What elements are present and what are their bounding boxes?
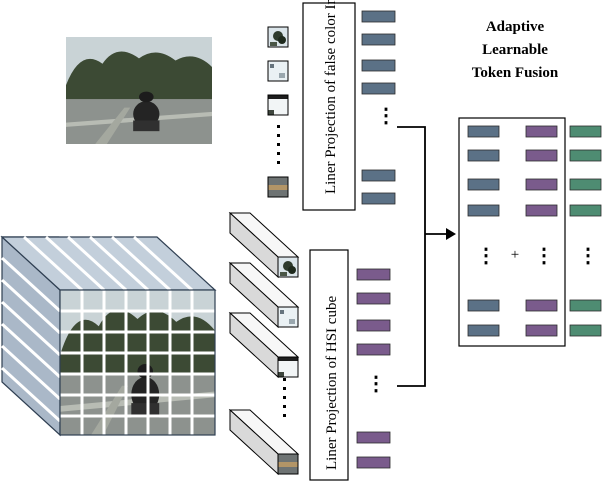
token-bar bbox=[569, 149, 602, 162]
hsi-patch-prism bbox=[228, 408, 300, 476]
token-bar bbox=[361, 192, 396, 205]
false-color-patches bbox=[267, 26, 289, 198]
token-bar bbox=[361, 33, 396, 46]
hsi-projection-box: Liner Projection of HSI cube bbox=[309, 249, 349, 481]
token-bar bbox=[356, 292, 391, 305]
hsi-tokens bbox=[356, 268, 391, 469]
token-bar bbox=[361, 10, 396, 23]
token-bar bbox=[467, 125, 500, 138]
token-ellipsis: ⋮ bbox=[376, 105, 396, 127]
false-color-projection-label: Liner Projection of false color Image bbox=[323, 0, 339, 194]
token-bar bbox=[356, 431, 391, 444]
token-bar bbox=[467, 149, 500, 162]
token-ellipsis: ⋮ bbox=[366, 373, 386, 395]
token-bar bbox=[569, 324, 602, 337]
token-bar bbox=[467, 178, 500, 191]
token-bar bbox=[569, 125, 602, 138]
ellipsis-dots bbox=[277, 125, 280, 164]
token-bar bbox=[467, 324, 500, 337]
hsi-patch-prism bbox=[228, 261, 300, 329]
hsi-patch-prisms bbox=[228, 211, 300, 476]
token-ellipsis: ⋮ bbox=[534, 245, 554, 267]
token-bar bbox=[525, 204, 558, 217]
false-color-projection-box: Liner Projection of false color Image bbox=[302, 0, 356, 211]
token-bar bbox=[356, 268, 391, 281]
token-bar bbox=[525, 299, 558, 312]
false-color-tokens bbox=[361, 10, 396, 205]
token-ellipsis: ⋮ bbox=[578, 245, 598, 267]
image-patch-icon bbox=[267, 176, 289, 198]
token-bar bbox=[467, 299, 500, 312]
token-bar bbox=[569, 204, 602, 217]
street-scene-photo bbox=[66, 37, 212, 144]
plus-symbol: + bbox=[511, 247, 519, 263]
ellipsis-dots bbox=[283, 378, 286, 417]
image-patch-icon bbox=[267, 26, 289, 48]
token-bar bbox=[525, 149, 558, 162]
token-bar bbox=[356, 456, 391, 469]
fusion-connector bbox=[397, 126, 446, 387]
token-bar bbox=[525, 178, 558, 191]
token-bar bbox=[525, 324, 558, 337]
token-bar bbox=[467, 204, 500, 217]
image-patch-icon bbox=[267, 60, 289, 82]
token-bar bbox=[361, 59, 396, 72]
image-patch-icon bbox=[267, 94, 289, 116]
token-bar bbox=[356, 319, 391, 332]
token-bar bbox=[569, 178, 602, 191]
hsi-patch-prism bbox=[228, 211, 300, 279]
fused-tokens bbox=[467, 125, 602, 337]
fusion-title-line-2: Learnable bbox=[482, 42, 548, 58]
hyperspectral-cube bbox=[0, 235, 217, 437]
token-bar bbox=[569, 299, 602, 312]
token-bar bbox=[361, 82, 396, 95]
token-ellipsis: ⋮ bbox=[476, 245, 496, 267]
arrow-head bbox=[446, 228, 456, 240]
fusion-title-line-1: Adaptive bbox=[486, 19, 545, 35]
fusion-title-line-3: Token Fusion bbox=[472, 65, 559, 81]
hsi-patch-prism bbox=[228, 311, 300, 379]
hsi-projection-label: Liner Projection of HSI cube bbox=[324, 296, 340, 470]
fusion-title: Adaptive Learnable Token Fusion bbox=[472, 19, 559, 81]
token-bar bbox=[356, 343, 391, 356]
token-bar bbox=[361, 169, 396, 182]
token-bar bbox=[525, 125, 558, 138]
